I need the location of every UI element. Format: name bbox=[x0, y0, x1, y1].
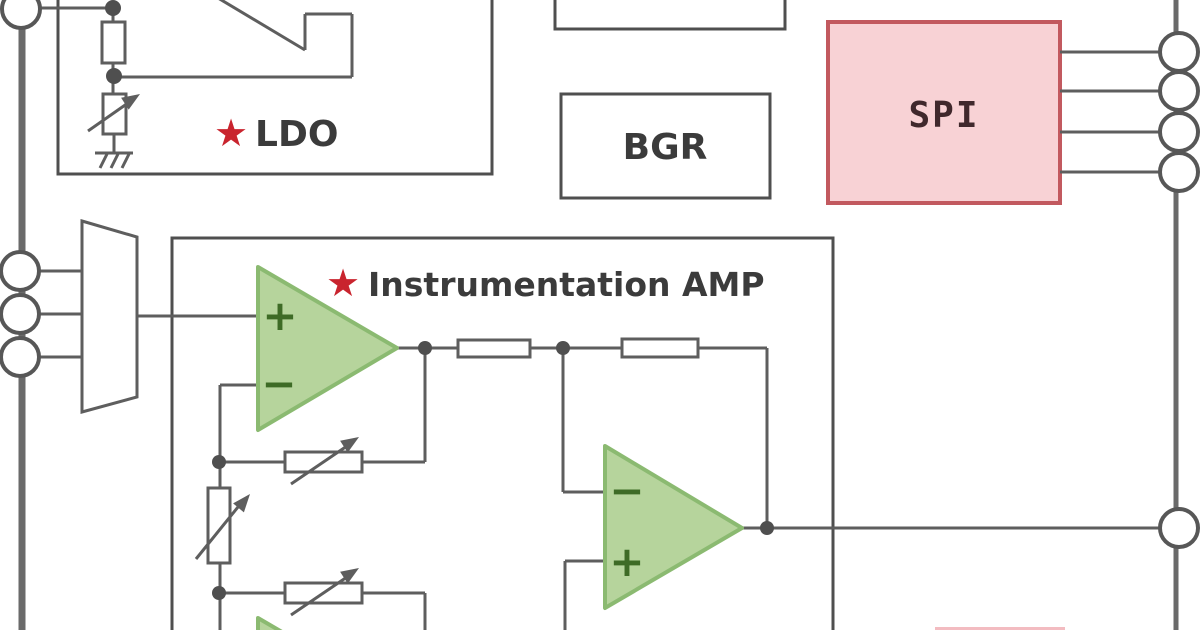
junction-dot bbox=[418, 341, 432, 355]
pad-right-spi-1 bbox=[1158, 31, 1200, 73]
variable-resistor-arrow bbox=[87, 101, 129, 133]
variable-resistor bbox=[206, 486, 232, 565]
pad-left-input-2 bbox=[0, 293, 41, 335]
pad-right-spi-2 bbox=[1158, 70, 1200, 112]
variable-resistor-arrow bbox=[290, 444, 348, 486]
arrowhead-icon bbox=[340, 437, 359, 453]
arrowhead-icon bbox=[121, 94, 140, 110]
arrowhead-icon bbox=[340, 568, 359, 584]
pad-left-input-3 bbox=[0, 336, 41, 378]
opamp2-minus-sign: − bbox=[609, 466, 644, 515]
junction-dot bbox=[105, 0, 121, 16]
ground-icon bbox=[98, 153, 109, 169]
resistor bbox=[100, 20, 127, 65]
opamp-triangle-2 bbox=[603, 444, 744, 610]
input-mux bbox=[39, 219, 258, 414]
opamp-triangle-1 bbox=[256, 265, 399, 432]
ground-icon bbox=[109, 153, 120, 169]
pad-left-input-1 bbox=[0, 250, 41, 292]
ldo-internals bbox=[40, 0, 354, 169]
junction-dot bbox=[760, 521, 774, 535]
star-icon: ★ bbox=[214, 111, 248, 155]
mux-trapezoid bbox=[80, 219, 139, 414]
partial-pink-block-edge bbox=[935, 627, 1065, 630]
junction-dot bbox=[212, 586, 226, 600]
spi-block bbox=[826, 20, 1062, 205]
pad-right-output bbox=[1158, 507, 1200, 549]
variable-resistor-arrow bbox=[290, 575, 348, 617]
error-amp-edge bbox=[218, 0, 306, 52]
pad-left-top bbox=[0, 0, 42, 30]
junction-dot bbox=[556, 341, 570, 355]
variable-resistor-arrow bbox=[194, 506, 240, 560]
resistor bbox=[620, 337, 700, 359]
junction-dot bbox=[212, 455, 226, 469]
instrumentation-amp-block-outline bbox=[170, 236, 835, 630]
bgr-block-outline bbox=[559, 92, 772, 200]
resistor bbox=[456, 338, 532, 359]
spi-label: SPI bbox=[908, 95, 979, 136]
instrumentation-amp-label: Instrumentation AMP bbox=[368, 265, 765, 304]
junction-dot bbox=[106, 68, 122, 84]
top-partial-block-outline bbox=[553, 0, 787, 31]
ground-icon bbox=[120, 153, 131, 169]
spi-wires bbox=[1060, 50, 1161, 174]
pad-right-spi-3 bbox=[1158, 111, 1200, 153]
ldo-block-outline bbox=[56, 0, 494, 176]
opamp1-minus-sign: − bbox=[261, 359, 296, 408]
ldo-label: LDO bbox=[255, 114, 338, 155]
star-icon: ★ bbox=[326, 261, 360, 305]
opamp1-plus-sign: + bbox=[262, 291, 297, 340]
pad-right-spi-4 bbox=[1158, 151, 1200, 193]
opamp-triangle-3-partial bbox=[256, 616, 283, 630]
arrowhead-icon bbox=[233, 494, 250, 513]
bgr-label: BGR bbox=[623, 127, 708, 168]
opamp2-plus-sign: + bbox=[609, 537, 644, 586]
